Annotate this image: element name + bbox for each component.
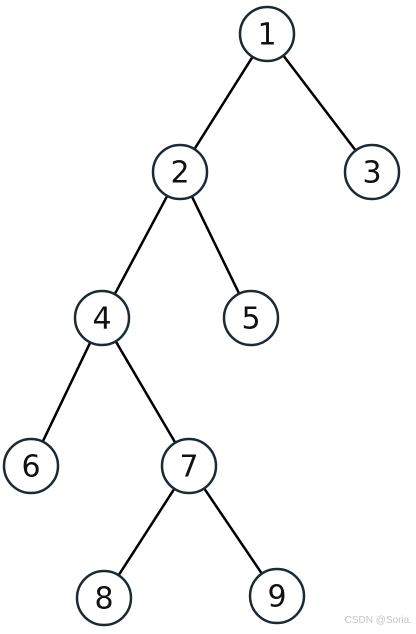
node-label-8: 8 [94, 582, 113, 617]
tree-node-7: 7 [160, 437, 218, 495]
edge-4-6 [41, 341, 92, 443]
node-label-6: 6 [21, 450, 40, 485]
tree-node-9: 9 [248, 567, 306, 625]
node-label-4: 4 [92, 302, 111, 337]
watermark-text: CSDN @Soria. [344, 615, 412, 626]
node-label-7: 7 [179, 450, 198, 485]
node-label-3: 3 [362, 156, 381, 191]
tree-nodes: 1 2 3 4 5 6 7 8 9 [2, 5, 401, 627]
node-circle-2 [151, 143, 209, 201]
tree-node-1: 1 [238, 5, 296, 63]
node-circle-8 [75, 569, 133, 627]
edge-7-8 [117, 487, 176, 577]
node-circle-4 [73, 289, 131, 347]
edge-1-3 [282, 54, 357, 152]
edge-2-4 [113, 194, 169, 296]
edge-4-7 [114, 340, 177, 444]
node-circle-1 [238, 5, 296, 63]
edge-7-9 [202, 487, 264, 575]
tree-node-6: 6 [2, 437, 60, 495]
node-label-1: 1 [257, 18, 276, 53]
tree-node-5: 5 [222, 289, 280, 347]
node-circle-3 [343, 143, 401, 201]
tree-node-4: 4 [73, 289, 131, 347]
tree-edges [41, 54, 357, 577]
node-circle-7 [160, 437, 218, 495]
node-circle-5 [222, 289, 280, 347]
tree-node-8: 8 [75, 569, 133, 627]
tree-node-2: 2 [151, 143, 209, 201]
node-label-9: 9 [267, 580, 286, 615]
edge-2-5 [190, 195, 241, 295]
node-circle-6 [2, 437, 60, 495]
node-label-5: 5 [241, 302, 260, 337]
tree-node-3: 3 [343, 143, 401, 201]
edge-1-2 [193, 55, 254, 151]
node-label-2: 2 [170, 156, 189, 191]
node-circle-9 [248, 567, 306, 625]
